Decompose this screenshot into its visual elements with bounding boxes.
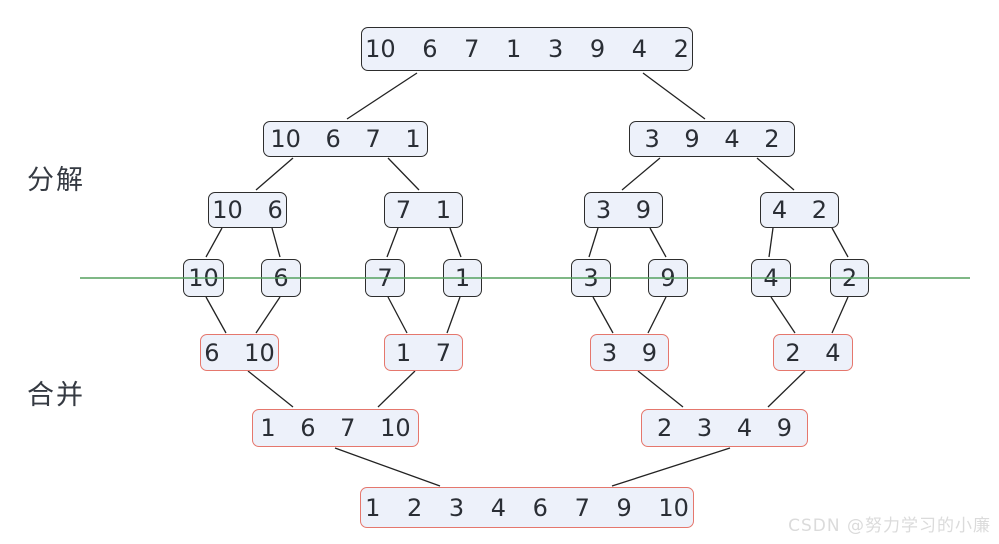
node-single-10: 10 <box>183 259 224 297</box>
node-merge-6-10: 6 10 <box>200 334 279 371</box>
node-single-1: 1 <box>443 259 482 297</box>
node-merge-2-3-4-9: 2 3 4 9 <box>641 409 808 447</box>
node-decompose-4-2: 4 2 <box>760 192 839 228</box>
merge-label: 合并 <box>27 380 85 411</box>
node-root: 10 6 7 1 3 9 4 2 <box>361 27 693 71</box>
decompose-label: 分解 <box>27 165 85 196</box>
node-single-2: 2 <box>830 259 869 297</box>
node-single-7: 7 <box>365 259 405 297</box>
node-single-6: 6 <box>261 259 301 297</box>
node-merge-1-7: 1 7 <box>384 334 463 371</box>
node-single-3: 3 <box>571 259 611 297</box>
node-merge-1-6-7-10: 1 6 7 10 <box>252 409 419 447</box>
node-decompose-10-6: 10 6 <box>208 192 287 228</box>
node-decompose-3-9: 3 9 <box>584 192 663 228</box>
node-single-4: 4 <box>751 259 791 297</box>
node-decompose-3-9-4-2: 3 9 4 2 <box>629 121 795 157</box>
watermark: CSDN @努力学习的小廉 <box>788 516 991 536</box>
node-decompose-7-1: 7 1 <box>384 192 463 228</box>
node-final-sorted: 1 2 3 4 6 7 9 10 <box>360 487 694 528</box>
node-decompose-10-6-7-1: 10 6 7 1 <box>263 121 428 157</box>
node-merge-2-4: 2 4 <box>773 334 853 371</box>
node-single-9: 9 <box>648 259 688 297</box>
node-merge-3-9: 3 9 <box>590 334 669 371</box>
